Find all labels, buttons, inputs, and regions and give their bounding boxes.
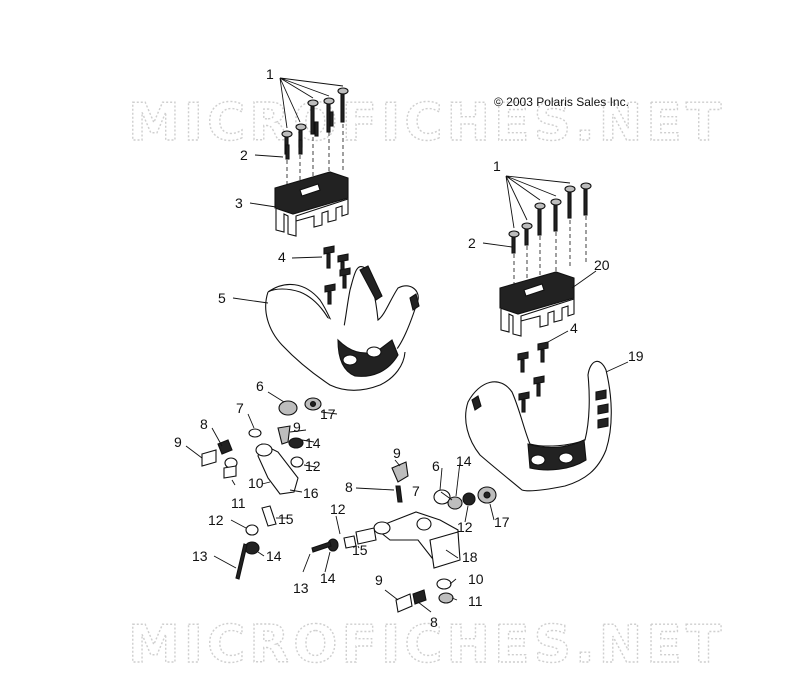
callout-numbers: 1 2 3 4 5 1 2 20 4 19 6 17 7 8 9 9 14 12… [174, 66, 644, 630]
watermark-top: MICROFICHES.NET [128, 93, 725, 153]
screws-left-set [281, 87, 349, 185]
callout-8: 8 [200, 416, 208, 432]
footwell-left [265, 265, 420, 391]
leader-lines [185, 77, 629, 613]
callout-17: 17 [320, 406, 336, 422]
bolts-right [517, 341, 549, 413]
watermark-bottom: MICROFICHES.NET [128, 615, 725, 675]
callout-12: 12 [208, 512, 224, 528]
linkage-left [201, 397, 322, 580]
callout-9: 9 [293, 419, 301, 435]
callout-16: 16 [303, 485, 319, 501]
callout-4: 4 [570, 320, 578, 336]
callout-15: 15 [278, 511, 294, 527]
callout-19: 19 [628, 348, 644, 364]
callout-20: 20 [594, 257, 610, 273]
callout-11: 11 [468, 593, 483, 609]
screws-right-set [508, 182, 592, 290]
callout-14: 14 [456, 453, 472, 469]
bolts-left [323, 245, 351, 305]
callout-13: 13 [192, 548, 208, 564]
copyright-text: © 2003 Polaris Sales Inc. [494, 95, 629, 109]
linkage-right [311, 461, 497, 613]
callout-14: 14 [320, 570, 336, 586]
callout-7: 7 [236, 400, 244, 416]
callout-18: 18 [462, 549, 478, 565]
mount-block-right [499, 271, 575, 337]
callout-10: 10 [468, 571, 484, 587]
footwell-right [465, 360, 612, 492]
callout-13: 13 [293, 580, 309, 596]
mount-block-left [274, 171, 349, 237]
callout-14: 14 [266, 548, 282, 564]
callout-14: 14 [305, 435, 321, 451]
callout-8: 8 [345, 479, 353, 495]
callout-2: 2 [468, 235, 476, 251]
callout-11: 11 [231, 495, 246, 511]
callout-9: 9 [393, 445, 401, 461]
callout-7: 7 [412, 483, 420, 499]
callout-4: 4 [278, 249, 286, 265]
callout-12: 12 [457, 519, 473, 535]
callout-6: 6 [432, 458, 440, 474]
callout-15: 15 [352, 542, 368, 558]
callout-1: 1 [266, 66, 274, 82]
callout-9: 9 [174, 434, 182, 450]
callout-17: 17 [494, 514, 510, 530]
callout-12: 12 [330, 501, 346, 517]
callout-2: 2 [240, 147, 248, 163]
callout-9: 9 [375, 572, 383, 588]
callout-12: 12 [305, 458, 321, 474]
callout-10: 10 [248, 475, 264, 491]
callout-6: 6 [256, 378, 264, 394]
callout-8: 8 [430, 614, 438, 630]
callout-5: 5 [218, 290, 226, 306]
callout-1: 1 [493, 158, 501, 174]
callout-3: 3 [235, 195, 243, 211]
